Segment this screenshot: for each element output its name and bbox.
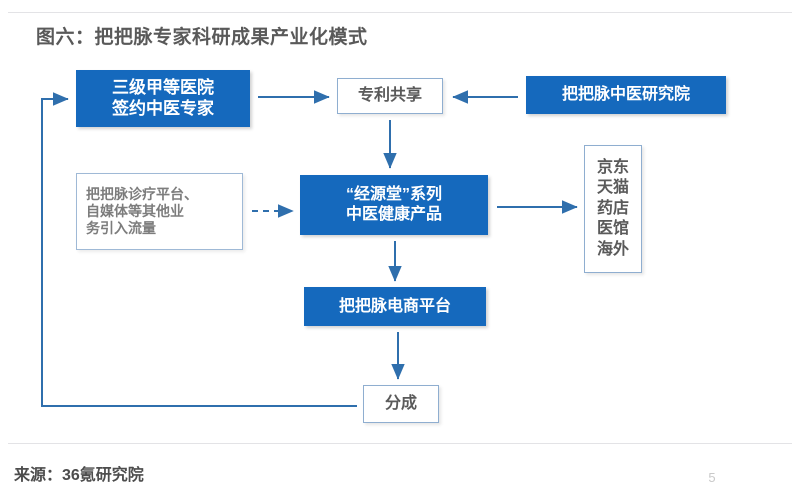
node-tcm-institute-label: 把把脉中医研究院 (561, 86, 690, 104)
node-ecommerce-platform[interactable]: 把把脉电商平台 (304, 287, 486, 326)
node-health-products-label: “经源堂”系列 中医健康产品 (345, 186, 442, 223)
page-title: 图六：把把脉专家科研成果产业化模式 (36, 27, 368, 48)
node-revenue-share[interactable]: 分成 (363, 385, 439, 423)
footer-divider (8, 443, 792, 444)
node-traffic-sources-label: 把把脉诊疗平台、 自媒体等其他业 务引入流量 (86, 185, 198, 237)
node-revenue-share-label: 分成 (384, 395, 417, 413)
source-note: 来源：36氪研究院 (14, 467, 144, 484)
node-hospital-label: 三级甲等医院 签约中医专家 (112, 77, 214, 118)
node-health-products[interactable]: “经源堂”系列 中医健康产品 (300, 175, 488, 235)
node-patent-sharing[interactable]: 专利共享 (337, 78, 443, 114)
node-traffic-sources[interactable]: 把把脉诊疗平台、 自媒体等其他业 务引入流量 (76, 173, 243, 250)
flowchart-connectors (41, 90, 578, 407)
node-hospital[interactable]: 三级甲等医院 签约中医专家 (76, 70, 250, 127)
node-sales-channels-label: 京东 天猫 药店 医馆 海外 (596, 158, 629, 258)
edge-share-to-hospital-loop (41, 92, 357, 407)
flowchart-diagram: 三级甲等医院 签约中医专家 专利共享 把把脉中医研究院 把把脉诊疗平台、 自媒体… (41, 70, 726, 423)
page-number: 5 (708, 470, 716, 485)
header-divider (8, 12, 792, 13)
node-ecommerce-platform-label: 把把脉电商平台 (338, 297, 451, 315)
node-tcm-institute[interactable]: 把把脉中医研究院 (526, 76, 726, 114)
node-patent-sharing-label: 专利共享 (357, 87, 422, 105)
node-sales-channels[interactable]: 京东 天猫 药店 医馆 海外 (584, 145, 642, 273)
